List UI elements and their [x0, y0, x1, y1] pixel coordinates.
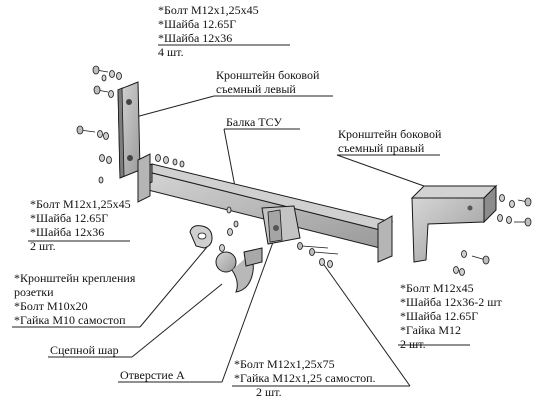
top-left-fastener-list: *Болт М12х1,25х45 *Шайба 12.65Г *Шайба 1… — [158, 3, 259, 59]
fastener-line: *Болт М12х1,25х45 — [158, 3, 259, 17]
beam-fasteners — [155, 154, 239, 228]
bottom-center-fastener-list: *Болт М12х1,25х75 *Гайка М12х1,25 самост… — [234, 357, 376, 399]
beam-label: Балка ТСУ — [226, 115, 282, 129]
right-fastener-list: *Болт М12х45 *Шайба 12х36-2 шт *Шайба 12… — [400, 281, 502, 351]
hole-a-label: Отверстие А — [120, 368, 185, 382]
left-bracket-label: Кронштейн боковой съемный левый — [216, 68, 320, 96]
left-side-bracket — [117, 81, 141, 179]
fastener-count: 4 шт. — [158, 45, 184, 59]
socket-bracket-list: *Кронштейн крепления розетки *Болт М10х2… — [14, 271, 136, 327]
right-bracket-label: Кронштейн боковой съемный правый — [338, 127, 442, 155]
tow-ball-assembly — [189, 225, 263, 293]
fastener-line: *Шайба 12.65Г — [158, 17, 237, 31]
right-side-bracket — [410, 184, 498, 263]
tow-ball-label: Сцепной шар — [50, 343, 119, 357]
leader-lines — [12, 44, 470, 387]
bottom-bolts — [297, 242, 339, 268]
tow-bar-beam — [137, 153, 394, 263]
right-bolts — [453, 194, 532, 276]
mid-left-fastener-list: *Болт М12х1,25х45 *Шайба 12.65Г *Шайба 1… — [30, 197, 131, 253]
fastener-line: *Шайба 12х36 — [158, 31, 233, 45]
left-bolts — [76, 65, 122, 184]
